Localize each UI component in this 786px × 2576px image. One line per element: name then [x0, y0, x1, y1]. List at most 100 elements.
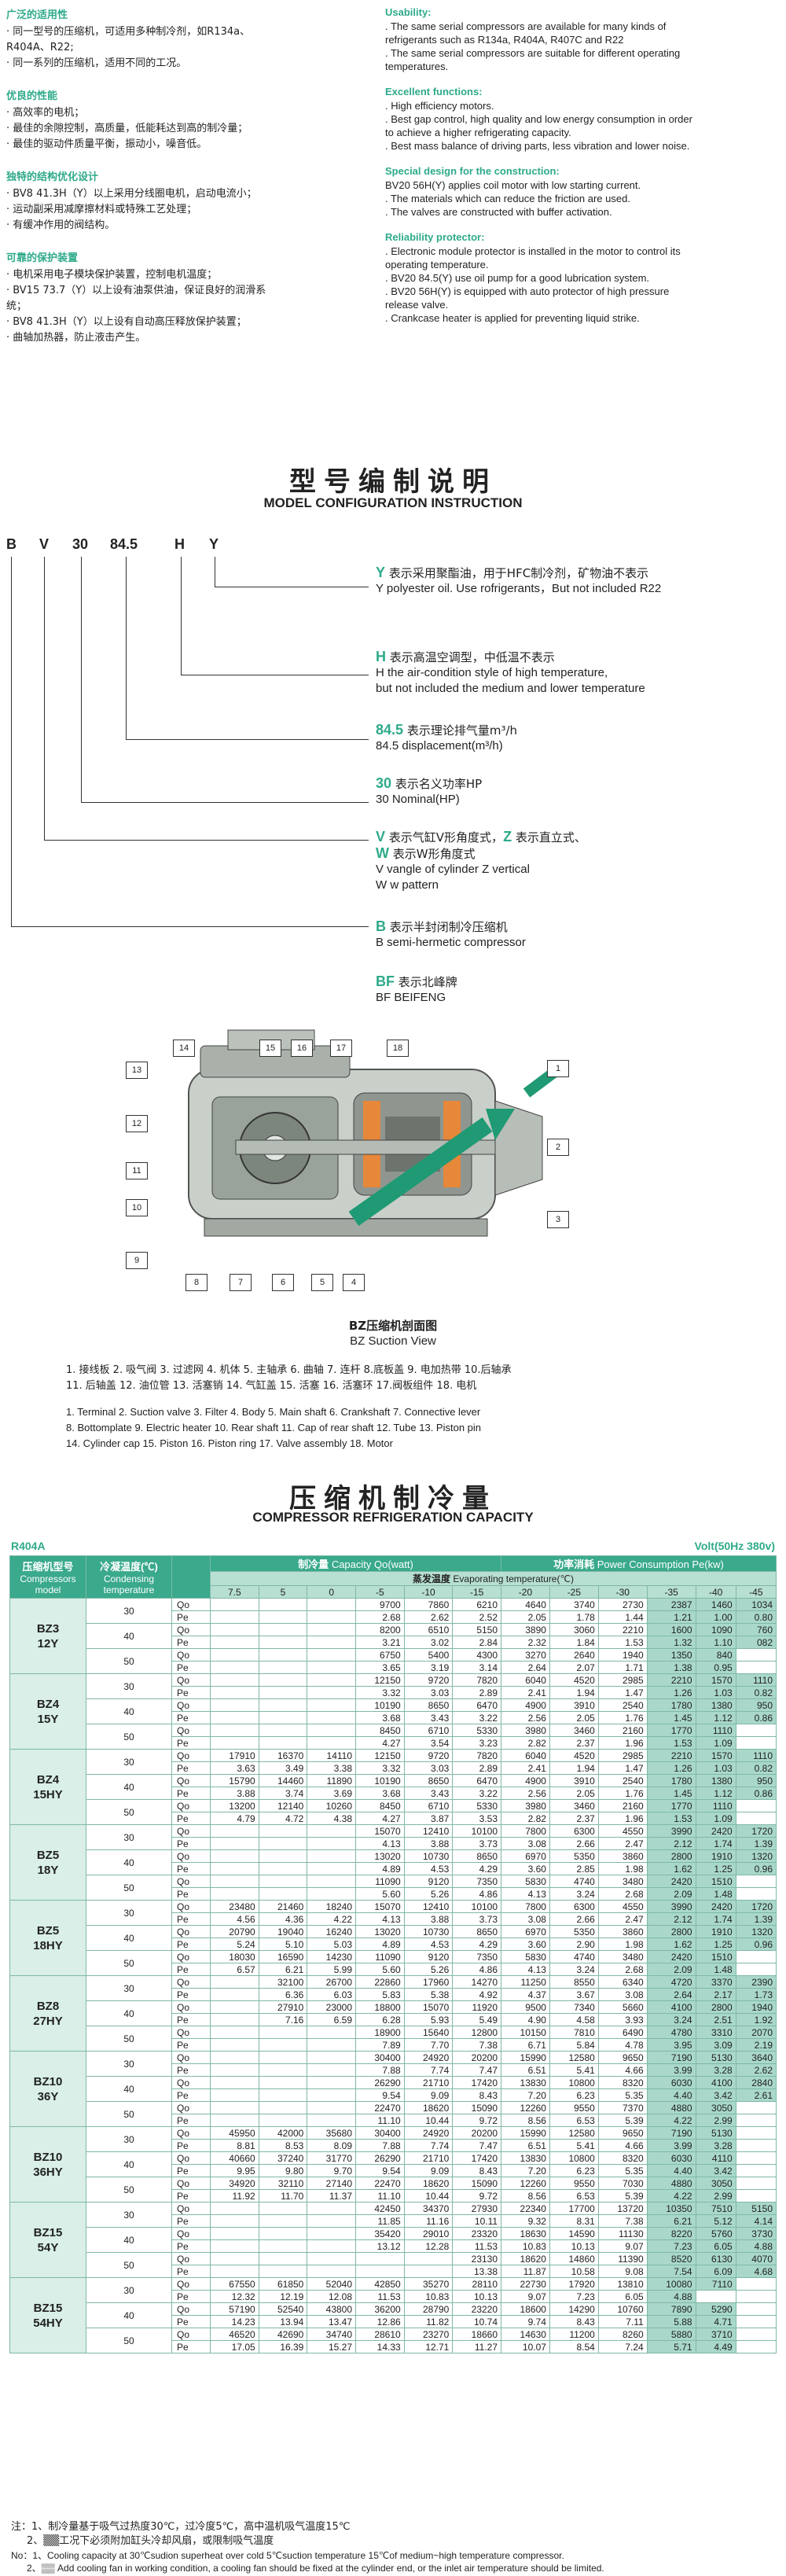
value-cell: 6470 — [452, 1774, 502, 1787]
condensing-temp-cell: 30 — [86, 1824, 172, 1850]
value-cell: 4.71 — [695, 2315, 736, 2328]
value-cell: 5.39 — [597, 2114, 648, 2127]
value-cell: 1.03 — [695, 1761, 736, 1775]
value-cell: 2540 — [597, 1698, 648, 1712]
value-cell: 3.49 — [258, 1761, 308, 1775]
feature-item: release valve. — [385, 299, 449, 311]
value-cell: 2.62 — [403, 1610, 454, 1624]
model-name: 15HY — [33, 1787, 63, 1801]
value-cell: 0.95 — [695, 1661, 736, 1674]
value-cell: 5830 — [501, 1875, 550, 1888]
param-cell: Qo — [171, 2252, 211, 2265]
value-cell: 17960 — [403, 1975, 454, 1989]
value-cell: 11390 — [597, 2252, 648, 2265]
value-cell — [258, 2101, 308, 2114]
value-cell: 17420 — [452, 2076, 502, 2089]
evap-temp-header: -20 — [501, 1585, 550, 1599]
value-cell — [307, 1648, 357, 1662]
value-cell: 2.37 — [549, 1812, 599, 1825]
feature-item: · 最佳的余隙控制，高质量，低能耗达到高的制冷量； — [6, 123, 248, 134]
value-cell: 23270 — [403, 2328, 454, 2341]
value-cell: 1.62 — [646, 1862, 696, 1875]
value-cell: 8450 — [355, 1724, 405, 1737]
value-cell: 10350 — [646, 2202, 696, 2215]
value-cell: 1910 — [695, 1849, 736, 1863]
value-cell: 3.43 — [403, 1787, 454, 1800]
value-cell: 2.47 — [597, 1912, 648, 1926]
value-cell: 2.05 — [549, 1787, 599, 1800]
value-cell: 7.54 — [646, 2265, 696, 2278]
value-cell — [210, 2063, 259, 2077]
value-cell: 8.54 — [549, 2340, 599, 2353]
compressor-cutaway-diagram — [118, 1022, 590, 1282]
feature-heading: 优良的性能 — [6, 90, 58, 102]
value-cell: 8.53 — [258, 2139, 308, 2152]
value-cell: 3860 — [597, 1925, 648, 1938]
capacity-title-en: COMPRESSOR REFRIGERATION CAPACITY — [252, 1510, 534, 1525]
condensing-temp-cell: 30 — [86, 1975, 172, 2001]
value-cell — [258, 1686, 308, 1699]
value-cell: 34920 — [210, 2177, 259, 2190]
value-cell: 8.43 — [549, 2315, 599, 2328]
value-cell — [210, 1661, 259, 1674]
value-cell — [307, 1598, 357, 1611]
value-cell: 13.47 — [307, 2315, 357, 2328]
value-cell: 6340 — [597, 1975, 648, 1989]
value-cell: 5.39 — [597, 2189, 648, 2202]
value-cell: 9.32 — [501, 2214, 550, 2228]
value-cell: 31770 — [307, 2151, 357, 2165]
value-cell: 760 — [735, 1623, 777, 1636]
value-cell: 1600 — [646, 1623, 696, 1636]
value-cell: 3460 — [549, 1799, 599, 1812]
feature-item: . The materials which can reduce the fri… — [385, 193, 630, 204]
value-cell: 4100 — [695, 2076, 736, 2089]
param-cell: Pe — [171, 1610, 211, 1624]
value-cell: 3.21 — [355, 1636, 405, 1649]
value-cell: 7350 — [452, 1875, 502, 1888]
value-cell — [307, 1698, 357, 1712]
value-cell: 1.53 — [597, 1636, 648, 1649]
feature-list: . The same serial compressors are availa… — [385, 20, 782, 73]
features-en: Usability:. The same serial compressors … — [385, 6, 782, 337]
value-cell: 42000 — [258, 2126, 308, 2140]
value-cell: 1780 — [646, 1774, 696, 1787]
value-cell: 1.98 — [597, 1862, 648, 1875]
code-845: 84.5 — [110, 536, 138, 552]
value-cell: 4.13 — [501, 1963, 550, 1976]
condensing-temp-cell: 50 — [86, 1648, 172, 1674]
value-cell — [210, 1686, 259, 1699]
value-cell: 2.66 — [549, 1912, 599, 1926]
value-cell: 1034 — [735, 1598, 777, 1611]
legend-v: V 表示气缸V形角度式，Z 表示直立式、 W 表示W形角度式 V vangle … — [376, 829, 586, 892]
value-cell: 5330 — [452, 1799, 502, 1812]
value-cell: 1.45 — [646, 1787, 696, 1800]
value-cell: 9.72 — [452, 2189, 502, 2202]
value-cell: 12.28 — [403, 2239, 454, 2253]
value-cell: 3.93 — [597, 2013, 648, 2026]
feature-item: 统； — [6, 300, 28, 312]
value-cell: 1.10 — [695, 1636, 736, 1649]
condensing-temp-cell: 50 — [86, 2252, 172, 2278]
code-y: Y — [209, 536, 219, 552]
value-cell: 13.12 — [355, 2239, 405, 2253]
feature-heading: 独特的结构优化设计 — [6, 171, 99, 183]
value-cell: 4.22 — [307, 1912, 357, 1926]
value-cell: 3.67 — [549, 1988, 599, 2001]
feature-item: . Electronic module protector is install… — [385, 245, 681, 257]
value-cell: 5330 — [452, 1724, 502, 1737]
value-cell: 1.26 — [646, 1761, 696, 1775]
value-cell — [258, 1724, 308, 1737]
value-cell — [210, 1837, 259, 1850]
value-cell — [735, 1963, 777, 1976]
value-cell: 6.03 — [307, 1988, 357, 2001]
feature-item: to achieve a higher refrigerating capaci… — [385, 127, 571, 138]
value-cell: 20790 — [210, 1925, 259, 1938]
feature-list: · 电机采用电子模块保护装置，控制电机温度；· BV15 73.7（Y）以上设有… — [6, 267, 360, 346]
value-cell: 7860 — [403, 1598, 454, 1611]
evap-temp-header: 0 — [307, 1585, 357, 1599]
